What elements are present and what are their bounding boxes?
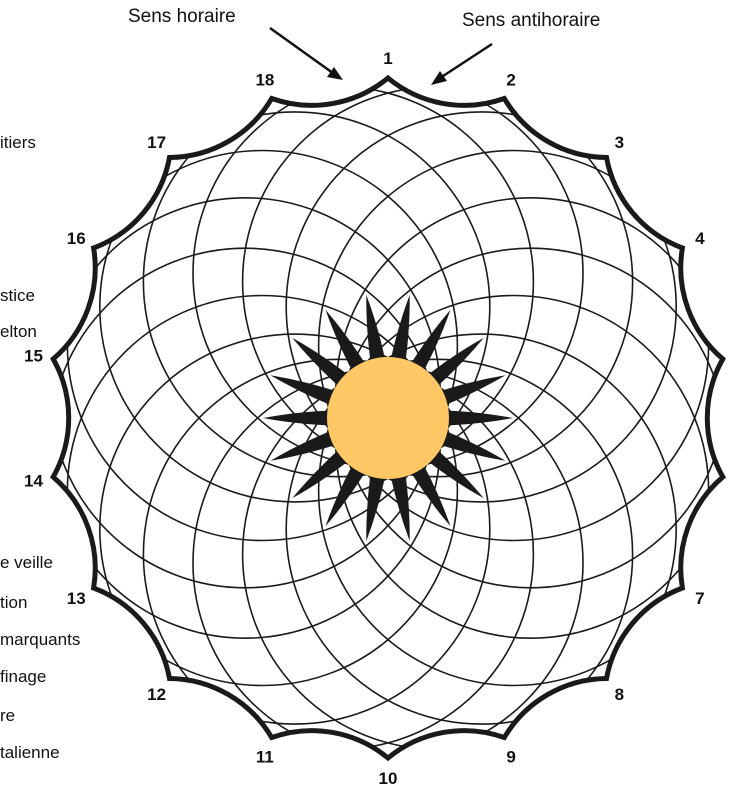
petal-number-3: 3: [615, 133, 624, 152]
side-fragment-7: finage: [0, 667, 46, 687]
side-fragment-4: e veille: [0, 553, 53, 573]
petal-number-8: 8: [615, 685, 624, 704]
counterclockwise-arrow: [437, 44, 492, 80]
petal-number-9: 9: [506, 747, 515, 766]
petal-number-12: 12: [147, 685, 166, 704]
petal-number-17: 17: [147, 133, 166, 152]
counterclockwise-arrowhead-icon: [431, 71, 447, 85]
direction-arrows: [270, 28, 492, 85]
side-fragment-5: tion: [0, 593, 27, 613]
side-fragment-8: re: [0, 706, 15, 726]
petal-number-15: 15: [24, 347, 43, 366]
side-fragment-9: talienne: [0, 743, 60, 763]
petal-number-4: 4: [695, 229, 705, 248]
side-fragment-1: itiers: [0, 133, 36, 153]
clockwise-arrowhead-icon: [327, 67, 343, 80]
petal-number-18: 18: [255, 71, 274, 90]
side-fragment-3: elton: [0, 322, 37, 342]
petal-number-10: 10: [379, 769, 398, 788]
petal-number-2: 2: [506, 71, 515, 90]
center-disc: [327, 357, 449, 479]
petal-number-7: 7: [695, 589, 704, 608]
counterclockwise-label: Sens antihoraire: [462, 10, 600, 32]
clockwise-arrow: [270, 28, 337, 76]
side-fragment-6: marquants: [0, 630, 80, 650]
petal-number-13: 13: [67, 589, 86, 608]
petal-number-14: 14: [24, 472, 43, 491]
petal-number-16: 16: [67, 229, 86, 248]
petal-number-11: 11: [256, 747, 274, 766]
side-fragment-2: stice: [0, 286, 35, 306]
clockwise-label: Sens horaire: [128, 6, 236, 28]
petal-number-1: 1: [383, 49, 392, 68]
